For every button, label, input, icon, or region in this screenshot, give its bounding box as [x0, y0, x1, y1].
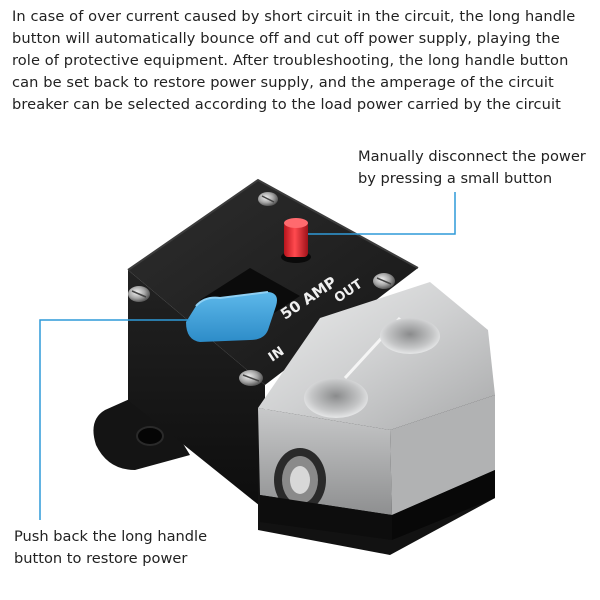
callout-leader-top [308, 192, 456, 235]
screws [128, 192, 395, 386]
callout-leader-bottom [39, 319, 190, 520]
mounting-tab [93, 390, 190, 470]
manual-trip-button[interactable] [281, 218, 311, 263]
screw-icon [128, 286, 150, 302]
screw-icon [373, 273, 395, 289]
reset-handle[interactable] [186, 291, 277, 342]
manual-disconnect-callout: Manually disconnect the power by pressin… [358, 148, 586, 187]
description-paragraph: In case of over current caused by short … [12, 8, 576, 113]
terminal-cover [258, 282, 495, 555]
screw-icon [258, 192, 278, 206]
input-label: IN [266, 344, 287, 365]
restore-power-callout: Push back the long handle button to rest… [14, 528, 208, 567]
screw-icon [239, 370, 263, 386]
